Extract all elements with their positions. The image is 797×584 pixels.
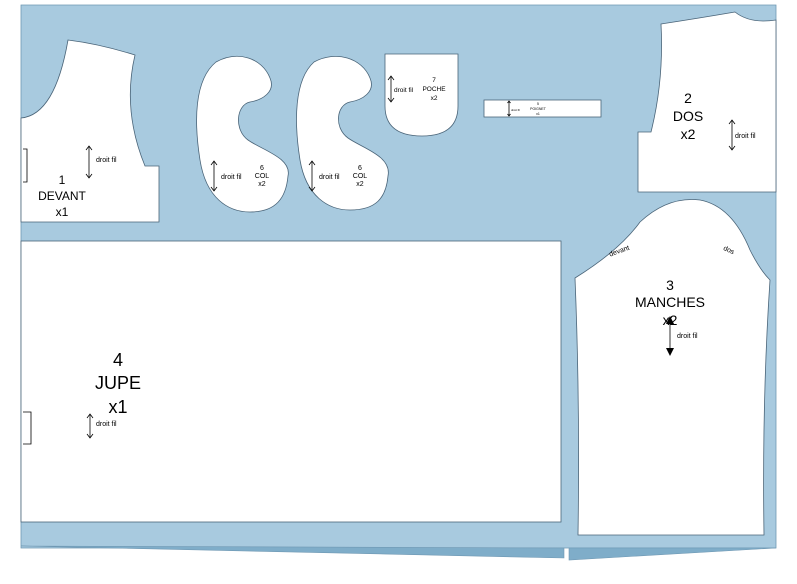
col-a-name: COL xyxy=(255,173,270,180)
piece-manches: devant dos droit fil 3 MANCHES x2 xyxy=(574,199,771,536)
poignet-name: POIGNET xyxy=(530,107,547,111)
jupe-number: 4 xyxy=(113,350,123,370)
piece-col-a: droit fil 6 COL x2 xyxy=(196,55,289,213)
dos-grain-label: droit fil xyxy=(735,133,756,140)
piece-poche: droit fil 7 POCHE x2 xyxy=(384,53,459,137)
devant-qty: x1 xyxy=(56,205,69,219)
fabric-bottom-edge-right xyxy=(568,547,777,561)
manches-qty: x2 xyxy=(663,312,678,328)
poche-name: POCHE xyxy=(422,86,446,93)
col-a-qty: x2 xyxy=(258,181,266,188)
piece-devant: droit fil 1 DEVANT x1 xyxy=(20,39,160,223)
poignet-number: 5 xyxy=(537,102,539,106)
poignet-grain-label: droit fil xyxy=(511,108,520,112)
devant-name: DEVANT xyxy=(38,189,86,203)
jupe-name: JUPE xyxy=(95,373,141,393)
dos-number: 2 xyxy=(684,90,692,106)
piece-poignet: droit fil 5 POIGNET x1 xyxy=(483,99,602,118)
piece-col-b: droit fil 6 COL x2 xyxy=(296,55,389,211)
poche-qty: x2 xyxy=(431,95,438,102)
col-b-number: 6 xyxy=(358,165,362,172)
poche-number: 7 xyxy=(432,77,436,84)
col-a-grain-label: droit fil xyxy=(221,174,242,181)
devant-number: 1 xyxy=(59,173,66,187)
devant-grain-label: droit fil xyxy=(96,157,117,164)
col-a-number: 6 xyxy=(260,165,264,172)
manches-number: 3 xyxy=(666,277,674,293)
piece-dos: droit fil 2 DOS x2 xyxy=(637,11,777,193)
dos-name: DOS xyxy=(673,108,703,124)
piece-jupe: droit fil 4 JUPE x1 xyxy=(20,240,562,523)
manches-name: MANCHES xyxy=(635,294,705,310)
fabric-bottom-edge-left xyxy=(20,545,565,559)
col-b-grain-label: droit fil xyxy=(319,174,340,181)
col-b-name: COL xyxy=(353,173,368,180)
jupe-qty: x1 xyxy=(108,397,127,417)
manches-back-mark: dos xyxy=(722,245,736,256)
col-b-qty: x2 xyxy=(356,181,364,188)
poche-grain-label: droit fil xyxy=(394,87,414,94)
poignet-qty: x1 xyxy=(536,112,540,116)
jupe-grain-label: droit fil xyxy=(96,421,117,428)
dos-qty: x2 xyxy=(681,126,696,142)
manches-grain-label: droit fil xyxy=(677,333,698,340)
